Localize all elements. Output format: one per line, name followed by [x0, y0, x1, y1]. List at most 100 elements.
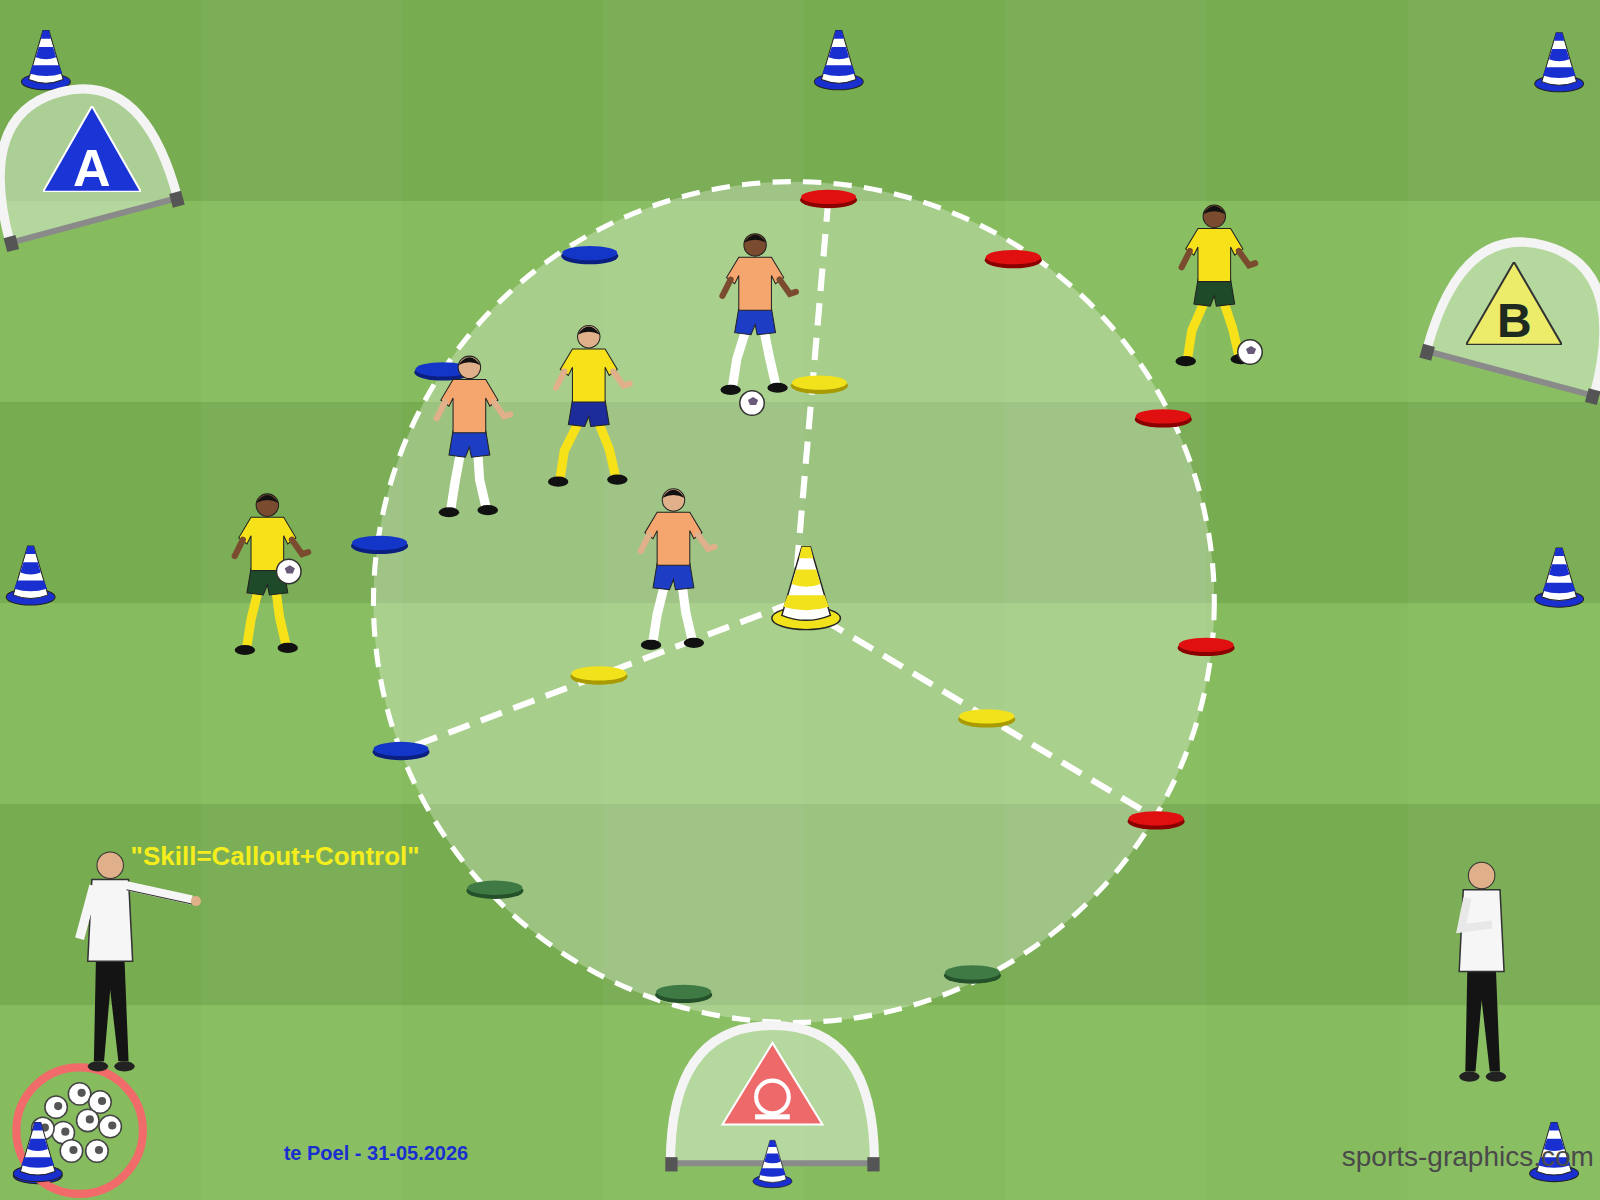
- coach-callout: "Skill=Callout+Control": [131, 841, 420, 872]
- cone-stripe: [783, 595, 829, 610]
- team-triangle: A: [43, 106, 141, 192]
- marker-disc: [1179, 638, 1234, 652]
- cone-stripe: [20, 562, 40, 574]
- coach-jacket: [1459, 890, 1504, 972]
- player-boot: [641, 640, 661, 650]
- team-triangle: [722, 1043, 822, 1125]
- marker-disc: [792, 376, 847, 390]
- ball-patch: [108, 1121, 116, 1129]
- player-leg: [763, 327, 775, 384]
- ball: [99, 1115, 121, 1137]
- training-cone: [1535, 548, 1584, 607]
- cone-stripe: [1543, 583, 1576, 594]
- coach-figure: [1459, 862, 1506, 1081]
- cone-body: [782, 547, 831, 621]
- pitch-column: [1407, 0, 1600, 1200]
- coach-shoe: [1459, 1071, 1479, 1081]
- drill-circle: [373, 182, 1214, 1023]
- cone-body: [1542, 548, 1577, 601]
- player-arm: [494, 402, 510, 416]
- goal-net: [670, 1026, 874, 1164]
- player-shirt: [1186, 229, 1243, 282]
- player-hair: [256, 495, 278, 503]
- cone-tip: [768, 1140, 776, 1147]
- player-leg: [682, 582, 692, 639]
- player-boot: [684, 638, 704, 648]
- player-leg: [247, 587, 259, 646]
- marker-disc: [1136, 409, 1191, 423]
- cone-stripe: [764, 1153, 780, 1163]
- player-shorts: [568, 400, 609, 427]
- marker-disc: [373, 742, 428, 756]
- zone-divider: [794, 602, 1156, 818]
- goal-foot: [169, 191, 185, 208]
- training-cone: [21, 31, 70, 90]
- ball-patch: [1246, 346, 1256, 354]
- player-shorts: [1194, 280, 1235, 307]
- ball: [60, 1140, 82, 1162]
- coach-shoe: [88, 1061, 108, 1071]
- player-hair: [744, 235, 766, 243]
- ball-patch: [86, 1115, 94, 1123]
- player-head: [662, 489, 684, 511]
- author-date: te Poel - 31-05.2026: [284, 1142, 469, 1165]
- goal-base: [1426, 351, 1594, 396]
- player-boot: [1176, 356, 1196, 366]
- player-leg: [276, 587, 286, 644]
- player-boot: [720, 385, 740, 395]
- cone-tip: [1554, 33, 1564, 41]
- cone-tip: [26, 546, 36, 554]
- goal-frame: [1426, 223, 1600, 396]
- ball: [86, 1140, 108, 1162]
- player-head: [744, 234, 766, 256]
- coach-head: [97, 852, 124, 879]
- coach-pants: [1465, 969, 1500, 1071]
- marker-disc: [986, 250, 1041, 264]
- cone-tip: [1554, 548, 1564, 556]
- training-cone: [6, 546, 55, 605]
- zone-divider: [794, 197, 829, 602]
- player-hair: [1203, 206, 1225, 214]
- goal-net: [0, 70, 178, 243]
- player-boot: [235, 645, 255, 655]
- player-arm: [235, 540, 243, 556]
- player-arm: [292, 540, 308, 554]
- player-boot: [478, 505, 498, 515]
- ball-patch: [748, 397, 758, 405]
- player-boot: [278, 643, 298, 653]
- goal-net: [1426, 223, 1600, 396]
- watermark: sports-graphics.com: [1342, 1141, 1594, 1173]
- ball-pile-ring: [16, 1067, 143, 1194]
- cone-tip: [834, 31, 844, 39]
- ball: [1238, 340, 1262, 364]
- cone-tip: [1549, 1122, 1559, 1130]
- goal-foot: [1585, 388, 1600, 405]
- cone-body: [29, 31, 64, 84]
- player-leg: [478, 449, 486, 506]
- player-hair: [662, 490, 684, 498]
- zone-divider: [403, 602, 794, 750]
- marker-disc: [562, 246, 617, 260]
- player-head: [578, 326, 600, 348]
- training-cone: [13, 1122, 62, 1181]
- ball-patch: [98, 1097, 106, 1105]
- player-leg: [597, 418, 615, 475]
- marker-disc: [959, 709, 1014, 723]
- goal-foot: [4, 235, 20, 252]
- ball: [277, 559, 301, 583]
- player-leg: [733, 327, 747, 386]
- mini-goal: [1419, 222, 1600, 406]
- goal-frame: [0, 70, 178, 243]
- player-leg: [451, 449, 461, 508]
- cone-stripe: [30, 65, 63, 76]
- cone-tip: [799, 547, 813, 558]
- cone-stripe: [829, 47, 849, 59]
- coach-figure: [80, 852, 201, 1071]
- marker-disc: [656, 985, 711, 999]
- marker-disc: [945, 965, 1000, 979]
- goal-base: [10, 198, 178, 243]
- cone-tip: [33, 1122, 43, 1130]
- cone-stripe: [1549, 49, 1569, 61]
- player-hair: [458, 357, 480, 365]
